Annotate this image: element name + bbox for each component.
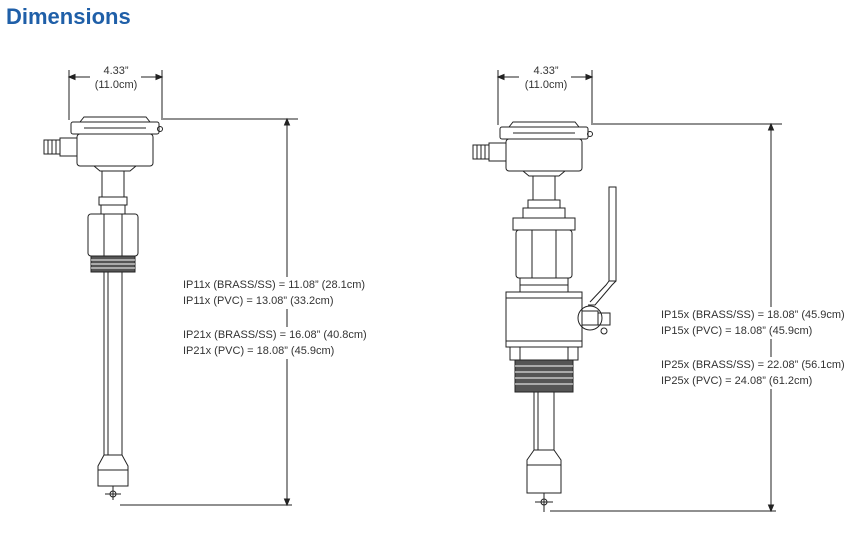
page-title: Dimensions: [6, 4, 131, 29]
left-length-ip21x-brass-ss: IP21x (BRASS/SS) = 16.08” (40.8cm): [183, 327, 367, 343]
right-fitting: [512, 175, 576, 293]
left-housing: [43, 116, 163, 172]
left-width-cm: (11.0cm): [95, 79, 138, 91]
right-width-dimension: 4.33” (11.0cm): [496, 65, 594, 125]
left-width-dimension: 4.33” (11.0cm): [67, 65, 164, 120]
left-length-ip11x-brass-ss: IP11x (BRASS/SS) = 11.08” (28.1cm): [183, 277, 366, 293]
right-length-ip15x-pvc: IP15x (PVC) = 18.08” (45.9cm): [661, 323, 813, 339]
left-stem: [97, 271, 129, 500]
left-fitting: [87, 170, 139, 273]
left-length-ip11x-pvc: IP11x (PVC) = 13.08” (33.2cm): [183, 293, 334, 309]
right-ball-valve: [505, 186, 617, 361]
right-sensor: 4.33” (11.0cm): [472, 65, 782, 513]
right-width-inches: 4.33”: [533, 65, 558, 77]
left-length-ip21x-pvc: IP21x (PVC) = 18.08” (45.9cm): [183, 343, 335, 359]
right-stem: [514, 359, 574, 512]
right-housing: [472, 121, 593, 177]
right-length-ip25x-pvc: IP25x (PVC) = 24.08” (61.2cm): [661, 373, 813, 389]
left-sensor: 4.33” (11.0cm): [43, 65, 298, 507]
right-length-ip15x-brass-ss: IP15x (BRASS/SS) = 18.08” (45.9cm): [661, 307, 845, 323]
right-width-cm: (11.0cm): [525, 79, 568, 91]
left-width-inches: 4.33”: [103, 65, 128, 77]
left-height-dimension: [120, 117, 298, 507]
right-length-ip25x-brass-ss: IP25x (BRASS/SS) = 22.08” (56.1cm): [661, 357, 845, 373]
